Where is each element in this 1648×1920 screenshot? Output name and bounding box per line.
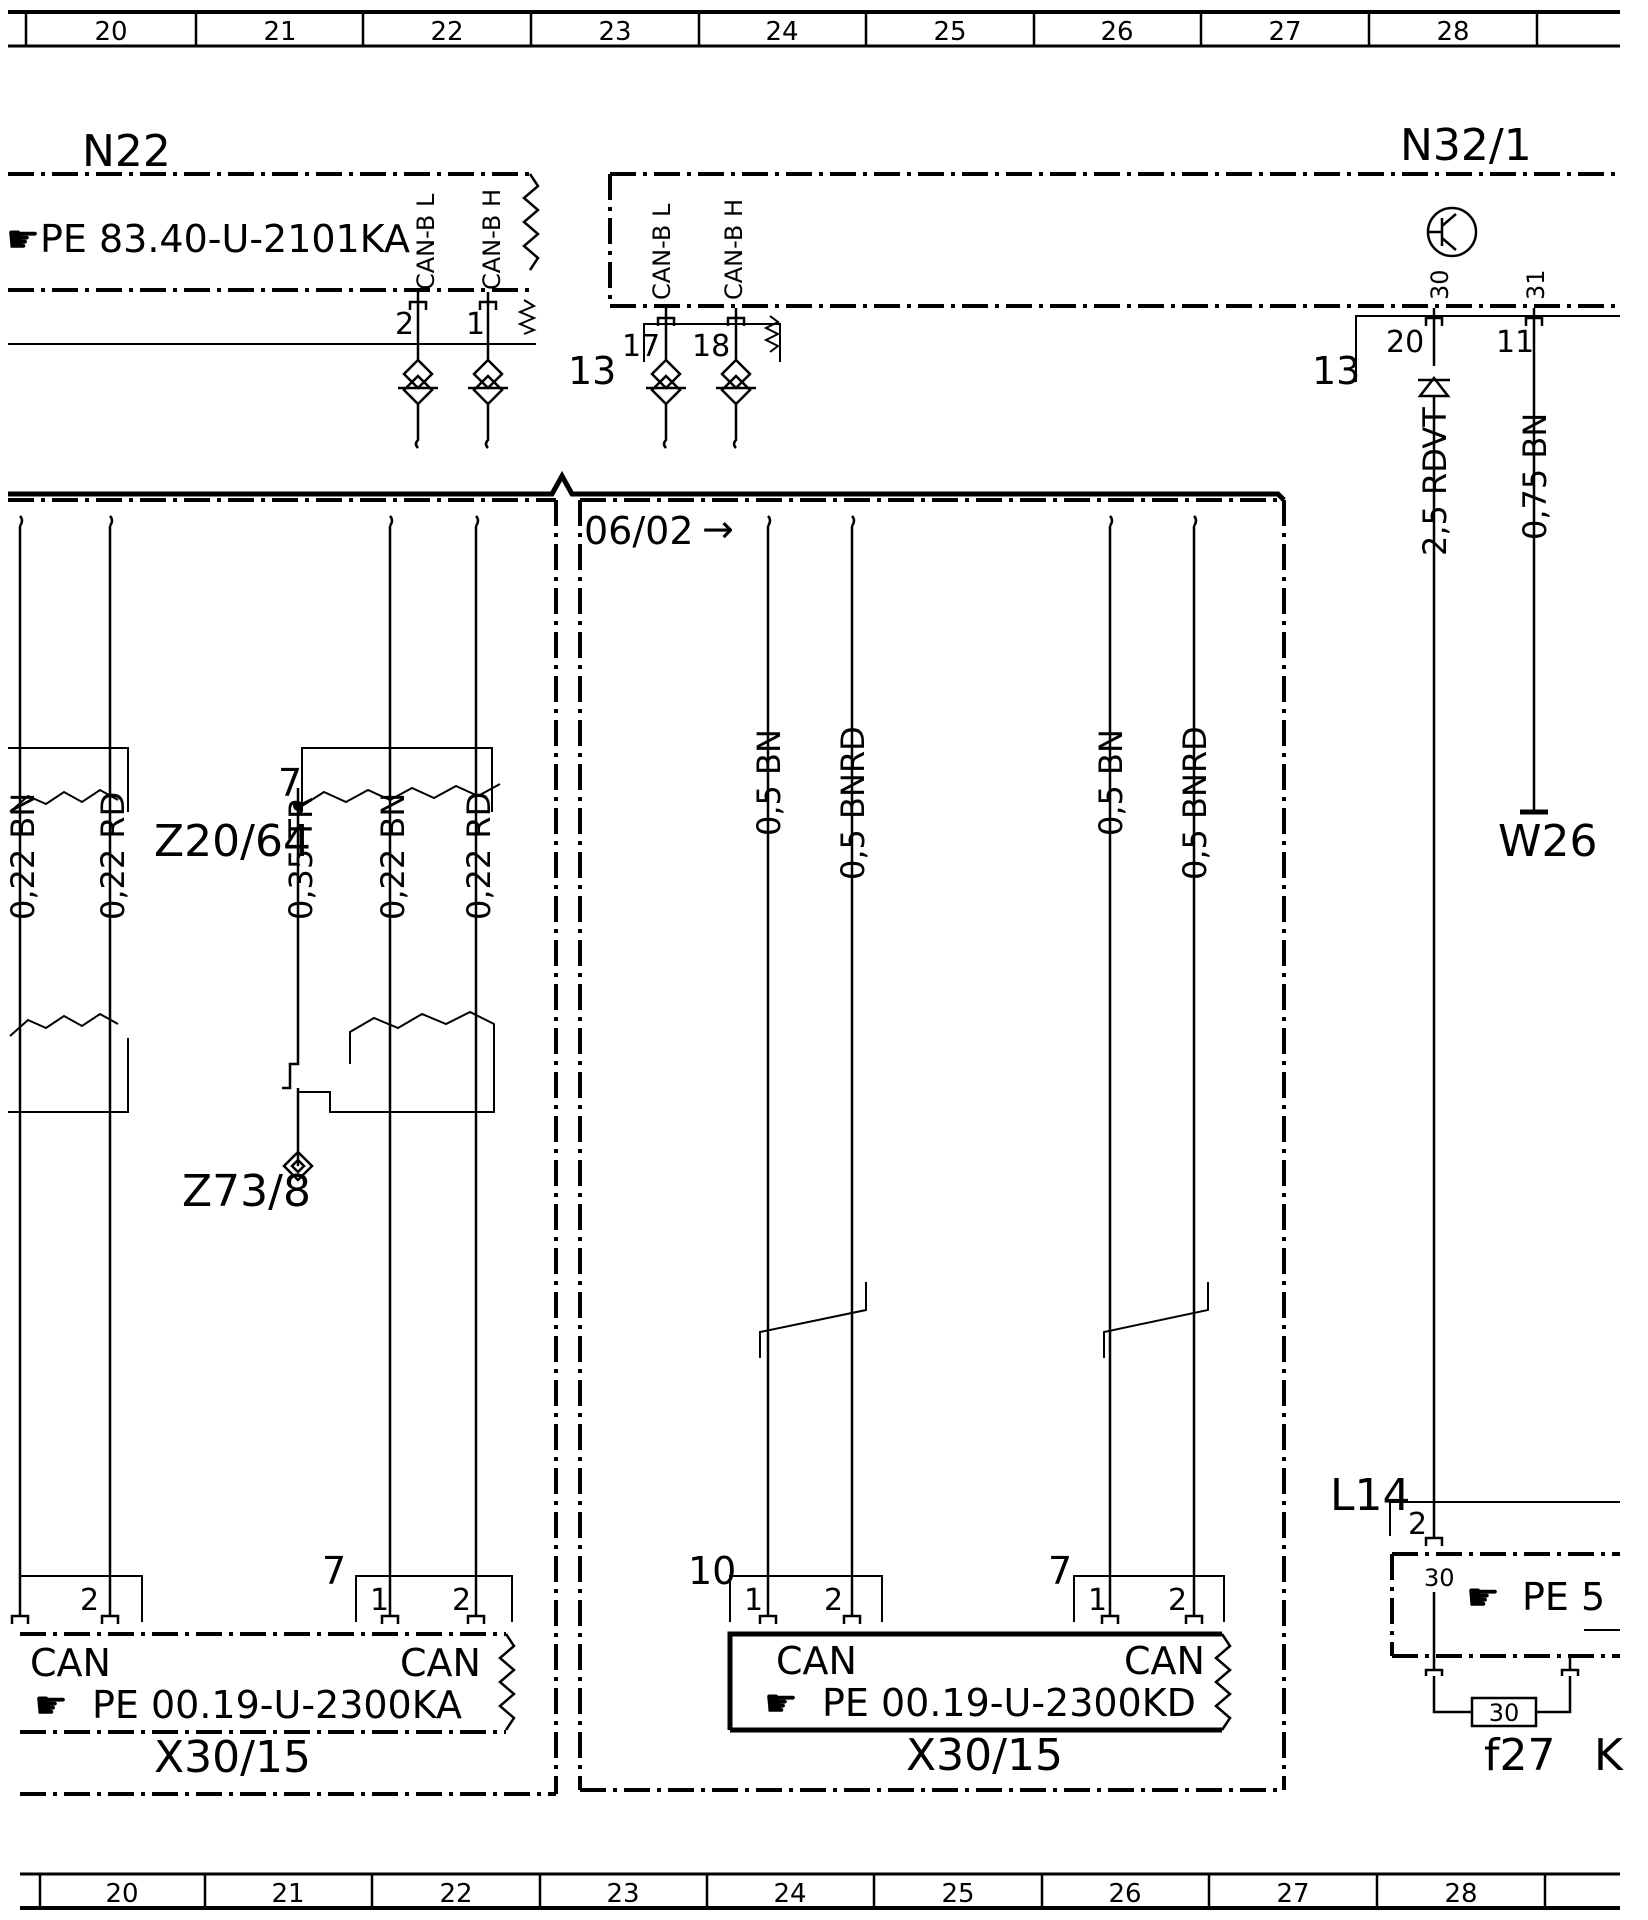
pin-2: 2 xyxy=(395,307,414,342)
pin-7: 7 xyxy=(322,1549,346,1593)
grid-label-23: 23 xyxy=(598,17,631,47)
pin-label-30: 30 xyxy=(1426,269,1454,300)
wire-label-bn05: 0,5 BN xyxy=(1092,729,1130,836)
ref-x30-15-left: PE 00.19-U-2300KA xyxy=(92,1683,462,1727)
connector-n22-can-h xyxy=(468,292,508,449)
connector-n22-can-l xyxy=(398,292,438,449)
label-x30-15-left: X30/15 xyxy=(154,1732,311,1783)
grid-label-24: 24 xyxy=(773,1879,806,1909)
pin-1: 1 xyxy=(1088,1583,1107,1618)
wire-label-bn022: 0,22 BN xyxy=(4,793,42,920)
pin-30: 30 xyxy=(1489,1699,1520,1727)
connector-n32-can-l xyxy=(646,308,686,449)
module-n22: N22 ☛ PE 83.40-U-2101KA CAN-B L CAN-B H … xyxy=(6,126,540,449)
grid-label-26: 26 xyxy=(1100,17,1133,47)
wire-label-rd022: 0,22 RD xyxy=(460,792,498,920)
pin-11: 11 xyxy=(1496,325,1534,360)
grid-label-22: 22 xyxy=(430,17,463,47)
connector-x30-15-right: 10 7 1 2 1 2 CAN CAN ☛ PE 00.19-U-2300KD… xyxy=(688,1549,1232,1781)
grid-label-28: 28 xyxy=(1436,17,1469,47)
marker-0602: 06/02 xyxy=(584,509,694,553)
wire-label-bn022: 0,22 BN xyxy=(374,793,412,920)
label-z73-8: Z73/8 xyxy=(182,1166,311,1217)
grid-label-25: 25 xyxy=(933,17,966,47)
pin-13: 13 xyxy=(1312,349,1360,393)
label-n32-1: N32/1 xyxy=(1400,120,1532,171)
pin-10: 10 xyxy=(688,1549,736,1593)
label-l14: L14 xyxy=(1330,1470,1411,1521)
grid-label-20: 20 xyxy=(105,1879,138,1909)
arrow-right-icon: → xyxy=(702,507,734,551)
grid-label-20: 20 xyxy=(94,17,127,47)
wire-label-bnrd05: 0,5 BNRD xyxy=(834,726,872,880)
module-n32-1: N32/1 CAN-B L CAN-B H 30 31 13 17 18 1 xyxy=(568,120,1620,449)
wire-label-bnrd05: 0,5 BNRD xyxy=(1176,726,1214,880)
grid-label-21: 21 xyxy=(263,17,296,47)
pin-label-can-b-l: CAN-B L xyxy=(648,203,676,300)
connector-n32-can-h xyxy=(716,308,756,449)
grid-label-22: 22 xyxy=(439,1879,472,1909)
pin-1: 1 xyxy=(370,1583,389,1618)
pin-2: 2 xyxy=(1408,1507,1427,1542)
wire-label-bn075: 0,75 BN xyxy=(1516,413,1554,540)
pin-2: 2 xyxy=(824,1583,843,1618)
hand-pointer-icon: ☛ xyxy=(764,1681,798,1725)
pin-7: 7 xyxy=(278,761,302,805)
label-can: CAN xyxy=(400,1641,481,1685)
grid-header-top: 20 21 22 23 24 25 26 27 28 xyxy=(8,10,1620,48)
pin-13: 13 xyxy=(568,349,616,393)
pin-label-can-b-h: CAN-B H xyxy=(478,189,506,290)
pin-2: 2 xyxy=(80,1583,99,1618)
grid-label-23: 23 xyxy=(606,1879,639,1909)
grid-label-21: 21 xyxy=(271,1879,304,1909)
pin-2: 2 xyxy=(452,1583,471,1618)
label-can: CAN xyxy=(776,1639,857,1683)
label-n22: N22 xyxy=(82,126,171,177)
grid-label-27: 27 xyxy=(1268,17,1301,47)
label-k: K xyxy=(1594,1730,1624,1781)
pin-1: 1 xyxy=(466,307,485,342)
pin-20: 20 xyxy=(1386,325,1424,360)
pin-30: 30 xyxy=(1424,1564,1455,1592)
hand-pointer-icon: ☛ xyxy=(34,1683,68,1727)
pin-label-can-b-l: CAN-B L xyxy=(412,193,440,290)
wire-label-rdvt: 2,5 RDVT xyxy=(1416,407,1454,556)
connector-x30-15-left: 7 2 1 2 CAN CAN ☛ PE 00.19-U-2300KA X30/… xyxy=(10,1549,516,1783)
wire-group-right: 2,5 RDVT 0,75 BN W26 xyxy=(1416,366,1598,1500)
label-can: CAN xyxy=(1124,1639,1205,1683)
grid-label-24: 24 xyxy=(765,17,798,47)
pin-17: 17 xyxy=(622,329,660,364)
harness-outline: 06/02 → xyxy=(8,470,1286,1796)
wire-label-rd022: 0,22 RD xyxy=(94,792,132,920)
transistor-icon xyxy=(1426,206,1478,258)
wire-label-bn05: 0,5 BN xyxy=(750,729,788,836)
pin-1: 1 xyxy=(744,1583,763,1618)
pin-7: 7 xyxy=(1048,1549,1072,1593)
grid-label-28: 28 xyxy=(1444,1879,1477,1909)
pin-label-31: 31 xyxy=(1522,269,1550,300)
label-f27: f27 xyxy=(1484,1730,1555,1781)
grid-label-25: 25 xyxy=(941,1879,974,1909)
pin-2: 2 xyxy=(1168,1583,1187,1618)
hand-pointer-icon: ☛ xyxy=(1466,1575,1500,1619)
pin-label-can-b-h: CAN-B H xyxy=(720,199,748,300)
wire-group-middle: 0,5 BN 0,5 BNRD 0,5 BN 0,5 BNRD xyxy=(750,515,1214,1604)
pin-18: 18 xyxy=(692,329,730,364)
ref-partial: PE 5 xyxy=(1522,1575,1605,1619)
ref-x30-15-right: PE 00.19-U-2300KD xyxy=(822,1681,1196,1725)
hand-pointer-icon: ☛ xyxy=(6,217,40,261)
module-l14: L14 2 30 ☛ PE 5 30 f27 K xyxy=(1330,1470,1624,1781)
wire-group-left: 7 Z20/64 Z73/8 0,22 BN 0,22 RD 0,35 TR 0… xyxy=(4,515,501,1604)
wire-label-tr035: 0,35 TR xyxy=(282,797,320,920)
label-w26: W26 xyxy=(1498,816,1598,867)
grid-label-26: 26 xyxy=(1108,1879,1141,1909)
label-z20-64: Z20/64 xyxy=(154,816,311,867)
grid-label-27: 27 xyxy=(1276,1879,1309,1909)
label-x30-15-right: X30/15 xyxy=(906,1730,1063,1781)
grid-header-bottom: 20 21 22 23 24 25 26 27 28 xyxy=(20,1872,1620,1910)
ref-n22: PE 83.40-U-2101KA xyxy=(40,217,410,261)
label-can: CAN xyxy=(30,1641,111,1685)
